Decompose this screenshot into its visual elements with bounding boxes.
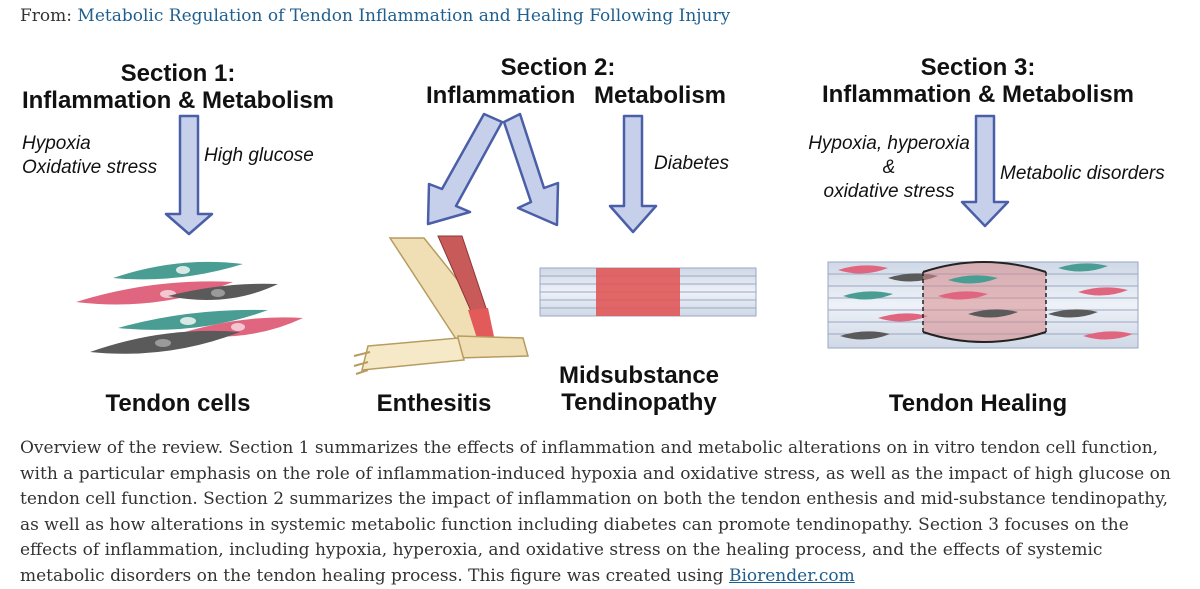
section3-factor-hypoxia: Hypoxia, hyperoxia [808,133,970,154]
section2-result-enthesitis: Enthesitis [376,390,492,417]
cell-pink [76,281,233,305]
section2-center-arrow [502,112,560,227]
section1-factor-glucose: High glucose [204,145,314,166]
section2-right-arrow [608,114,658,234]
section2-inflammation: Inflammation [426,82,576,109]
source-line: From: Metabolic Regulation of Tendon Inf… [20,6,730,26]
section2-left-arrow [426,112,504,226]
section3-left-factors: Hypoxia, hyperoxia & oxidative stress [794,132,984,204]
section3-title: Section 3: Inflammation & Metabolism [818,54,1138,108]
section2-title: Section 2: [500,54,616,81]
from-prefix: From: [20,6,73,26]
biorender-link[interactable]: Biorender.com [728,565,855,586]
section2-result-line1: Midsubstance [558,362,720,389]
section3-factor-metabolic: Metabolic disorders [1000,163,1165,184]
tendon-cells-illustration [76,261,303,354]
section1-title: Section 1: Inflammation & Metabolism [18,60,338,114]
enthesitis-illustration [353,235,529,375]
section1-factor-oxidative: Oxidative stress [22,157,158,178]
figure-graphics [76,112,1139,375]
section3-title-line1: Section 3: [920,54,1036,81]
section3-factor-amp: & [882,157,896,178]
figure-caption: Overview of the review. Section 1 summar… [20,436,1180,589]
section1-title-line2: Inflammation & Metabolism [21,87,335,114]
section1-left-factors: Hypoxia Oxidative stress [22,132,157,180]
section3-down-arrow [960,114,1010,228]
section1-down-arrow [164,114,214,236]
section3-factor-oxidative: oxidative stress [823,181,955,202]
section1-factor-hypoxia: Hypoxia [22,133,91,154]
section2-metabolism: Metabolism [594,82,727,109]
section1-result: Tendon cells [105,390,251,417]
lesion-region [596,268,680,316]
section1-title-line1: Section 1: [120,60,236,87]
section2-result-line2: Tendinopathy [561,389,717,416]
section2-factor-diabetes: Diabetes [654,153,729,174]
article-link[interactable]: Metabolic Regulation of Tendon Inflammat… [77,6,731,26]
section3-title-line2: Inflammation & Metabolism [821,81,1135,108]
figure-panel: Section 1: Inflammation & Metabolism Hyp… [18,54,1184,422]
section3-result: Tendon Healing [888,390,1068,417]
midsubstance-illustration [539,267,757,317]
caption-text: Overview of the review. Section 1 summar… [20,438,1171,586]
tendon-healing-illustration [827,261,1139,349]
section2-result-midsubstance: Midsubstance Tendinopathy [554,362,724,416]
healing-scar-region [922,261,1047,343]
